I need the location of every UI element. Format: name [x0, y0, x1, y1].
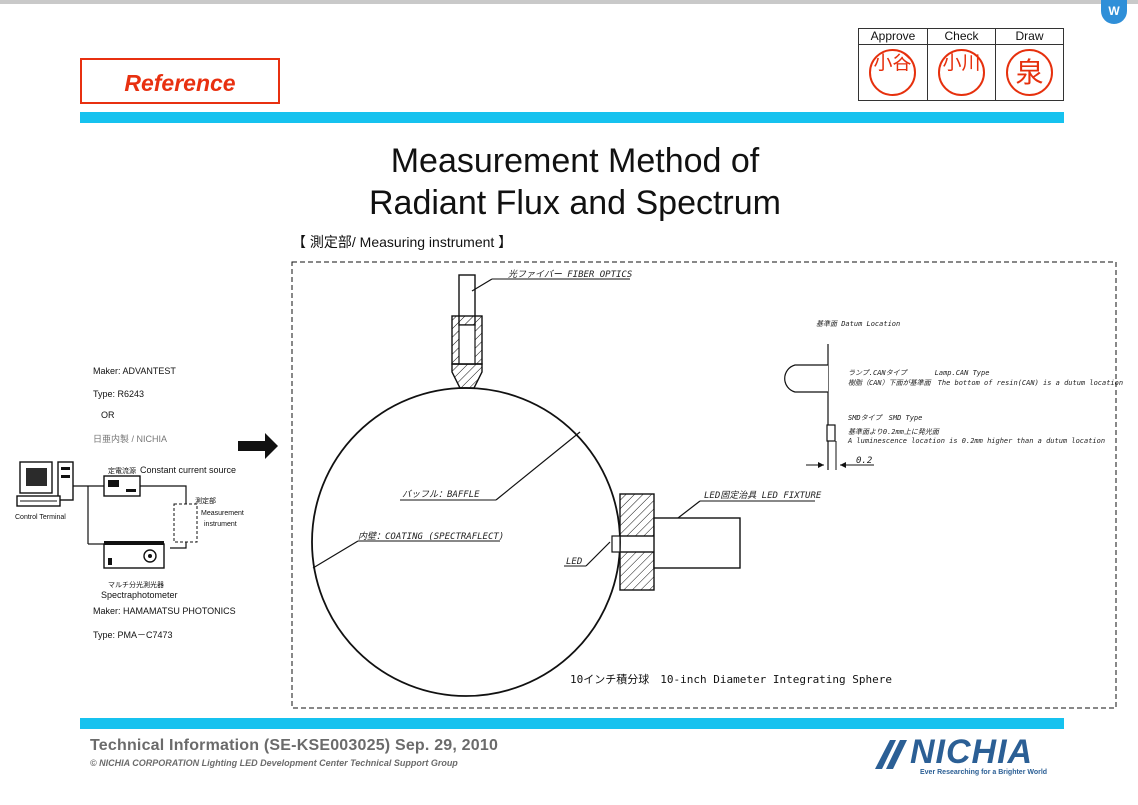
footer-copyright: © NICHIA CORPORATION Lighting LED Develo… [90, 758, 458, 768]
top-divider-line [0, 0, 1138, 4]
title-line-2: Radiant Flux and Spectrum [369, 184, 781, 222]
coating-pointer [312, 540, 500, 569]
approve-stamp: 小谷 [869, 49, 916, 96]
nichia-made-label: 日亜内製 / NICHIA [93, 434, 168, 444]
constant-current-source-label: Constant current source [140, 465, 237, 475]
w-icon[interactable]: W [1101, 0, 1127, 24]
fiber-optics-label: 光ファイバー FIBER OPTICS [508, 269, 633, 280]
top-blue-bar [80, 112, 1064, 123]
baffle-label: バッフル：BAFFLE [402, 489, 480, 500]
datum-location-label: 基準面 Datum Location [816, 320, 900, 328]
nichia-logo-text: NICHIA [910, 733, 1034, 771]
approval-table: Approve 小谷 Check 小川 Draw 泉 [858, 28, 1064, 101]
control-terminal-label: Control Terminal [15, 514, 66, 521]
control-terminal-icon [16, 461, 74, 507]
led-fixture-label: LED固定治具 LED FIXTURE [704, 490, 822, 501]
smd-type-label: SMDタイプ SMD Type [848, 414, 922, 422]
approval-column-check: Check 小川 [927, 29, 995, 100]
gap-value-label: 0.2 [856, 456, 872, 466]
led-fixture-assembly [611, 493, 741, 591]
led-pointer [564, 541, 611, 567]
draw-stamp: 泉 [1006, 49, 1053, 96]
approval-head-draw: Draw [996, 29, 1063, 45]
footer-title: Technical Information (SE-KSE003025) Sep… [90, 737, 499, 754]
maker-advantest: Maker: ADVANTEST [93, 366, 176, 376]
nichia-tagline: Ever Researching for a Brighter World [920, 769, 1048, 776]
reference-label: Reference [124, 70, 236, 96]
maker-hamamatsu: Maker: HAMAMATSU PHOTONICS [93, 606, 236, 616]
type-r6243: Type: R6243 [93, 389, 145, 399]
smd-note-en-label: A luminescence location is 0.2mm higher … [847, 437, 1105, 445]
approval-head-check: Check [928, 29, 995, 45]
coating-label: 内壁：COATING (SPECTRAFLECT) [358, 531, 504, 542]
title-line-1: Measurement Method of [390, 142, 760, 180]
measuring-instrument-label: 【 測定部/ Measuring instrument 】 [292, 234, 513, 250]
spectrophotometer-jp-label: マルチ分光測光器 [108, 582, 164, 589]
fiber-optics-assembly [451, 274, 483, 389]
constant-current-source-icon [103, 475, 141, 497]
smd-note-jp-label: 基準面より0.2mm上に発光面 [848, 428, 940, 436]
led-label: LED [566, 557, 582, 567]
bottom-blue-bar [80, 718, 1064, 729]
reference-label-box: Reference [80, 58, 280, 104]
datum-detail [784, 344, 874, 470]
approval-head-approve: Approve [859, 29, 927, 45]
check-stamp: 小川 [938, 49, 985, 96]
instrument-dashed-frame [291, 261, 1117, 709]
sphere-caption: 10インチ積分球 10-inch Diameter Integrating Sp… [570, 672, 892, 686]
approval-column-approve: Approve 小谷 [859, 29, 927, 100]
lamp-type-label: ランプ.CANタイプ Lamp.CAN Type [848, 369, 989, 377]
or-label: OR [101, 410, 115, 420]
right-arrow-icon [238, 433, 278, 459]
measurement-jp-label: 測定部 [195, 498, 216, 505]
spectrophotometer-icon [103, 541, 165, 569]
nichia-logo: NICHIA Ever Researching for a Brighter W… [872, 733, 1062, 781]
measurement-label-2: instrument [204, 521, 237, 528]
integrating-sphere [311, 387, 621, 697]
approval-column-draw: Draw 泉 [995, 29, 1063, 100]
nichia-logo-mark [875, 740, 907, 769]
measurement-label-1: Measurement [201, 510, 244, 517]
lamp-note-label: 樹脂（CAN）下面が基準面 The bottom of resin(CAN) i… [848, 379, 1123, 387]
spectrophotometer-label: Spectraphotometer [101, 590, 178, 600]
type-pma-c7473: Type: PMA－C7473 [93, 630, 173, 640]
constant-current-jp: 定電流源 [108, 468, 136, 475]
baffle-pointer [400, 431, 581, 501]
